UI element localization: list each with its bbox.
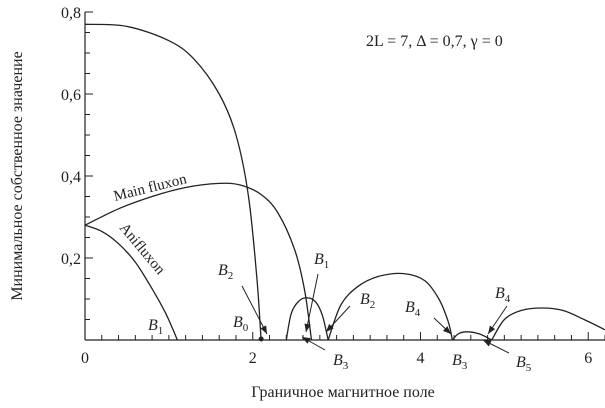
point-label-B3: B3 — [333, 352, 349, 372]
point-arrow-head — [302, 337, 311, 344]
y-axis-title: Минимальное собственное значение — [9, 51, 26, 300]
point-label-B0: B0 — [233, 314, 249, 334]
point-arrow-head — [442, 326, 451, 334]
main-fluxon-label: Main fluxon — [112, 171, 189, 205]
x-tick-label: 2 — [249, 350, 257, 367]
x-tick-label: 0 — [81, 350, 89, 367]
point-label-subscript: 3 — [343, 360, 349, 372]
chart-text: Граничное магнитное поле Минимальное соб… — [9, 5, 592, 401]
point-label-subscript: 2 — [228, 270, 234, 282]
series-curve-3 — [285, 297, 329, 341]
series-curve-4 — [327, 272, 454, 341]
series-curve-0 — [84, 182, 313, 341]
point-arrow-head — [326, 323, 334, 332]
point-arrow-head — [483, 340, 492, 347]
curves — [84, 23, 605, 341]
point-label-subscript: 5 — [526, 362, 532, 374]
point-label-B4: B4 — [495, 285, 511, 305]
point-label-subscript: 4 — [505, 293, 511, 305]
point-arrow-head — [488, 325, 496, 334]
point-marker — [258, 336, 264, 342]
point-label-subscript: 4 — [415, 307, 421, 319]
point-label-B3: B3 — [452, 352, 468, 372]
point-arrow-head — [304, 323, 311, 332]
point-label-subscript: 3 — [462, 360, 468, 372]
point-label-B4: B4 — [405, 299, 421, 319]
point-label-subscript: 0 — [243, 322, 249, 334]
y-tick-label: 0,8 — [61, 5, 81, 22]
point-arrow-line — [241, 285, 268, 335]
y-tick-label: 0,4 — [61, 169, 81, 186]
y-tick-label: 0,2 — [61, 251, 81, 268]
point-label-B1: B1 — [314, 251, 329, 271]
series-curve-6 — [491, 307, 605, 341]
point-label-B5: B5 — [516, 354, 532, 374]
point-label-B2: B2 — [360, 291, 375, 311]
x-axis-title: Граничное магнитное поле — [251, 384, 434, 401]
x-tick-label: 4 — [416, 350, 424, 367]
point-label-subscript: 1 — [158, 325, 164, 337]
point-label-subscript: 2 — [370, 299, 376, 311]
series-curve-2 — [84, 23, 262, 341]
point-arrow-head — [260, 325, 267, 334]
point-arrows — [241, 273, 510, 354]
series-curve-5 — [451, 331, 493, 341]
parameter-annotation: 2L = 7, Δ = 0,7, γ = 0 — [366, 33, 503, 50]
point-label-B1: B1 — [148, 317, 163, 337]
point-label-subscript: 1 — [324, 259, 330, 271]
point-arrow-line — [305, 273, 319, 333]
x-tick-label: 6 — [584, 350, 592, 367]
y-tick-label: 0,6 — [61, 87, 81, 104]
point-label-B2: B2 — [218, 262, 233, 282]
series-curve-1 — [84, 224, 178, 341]
